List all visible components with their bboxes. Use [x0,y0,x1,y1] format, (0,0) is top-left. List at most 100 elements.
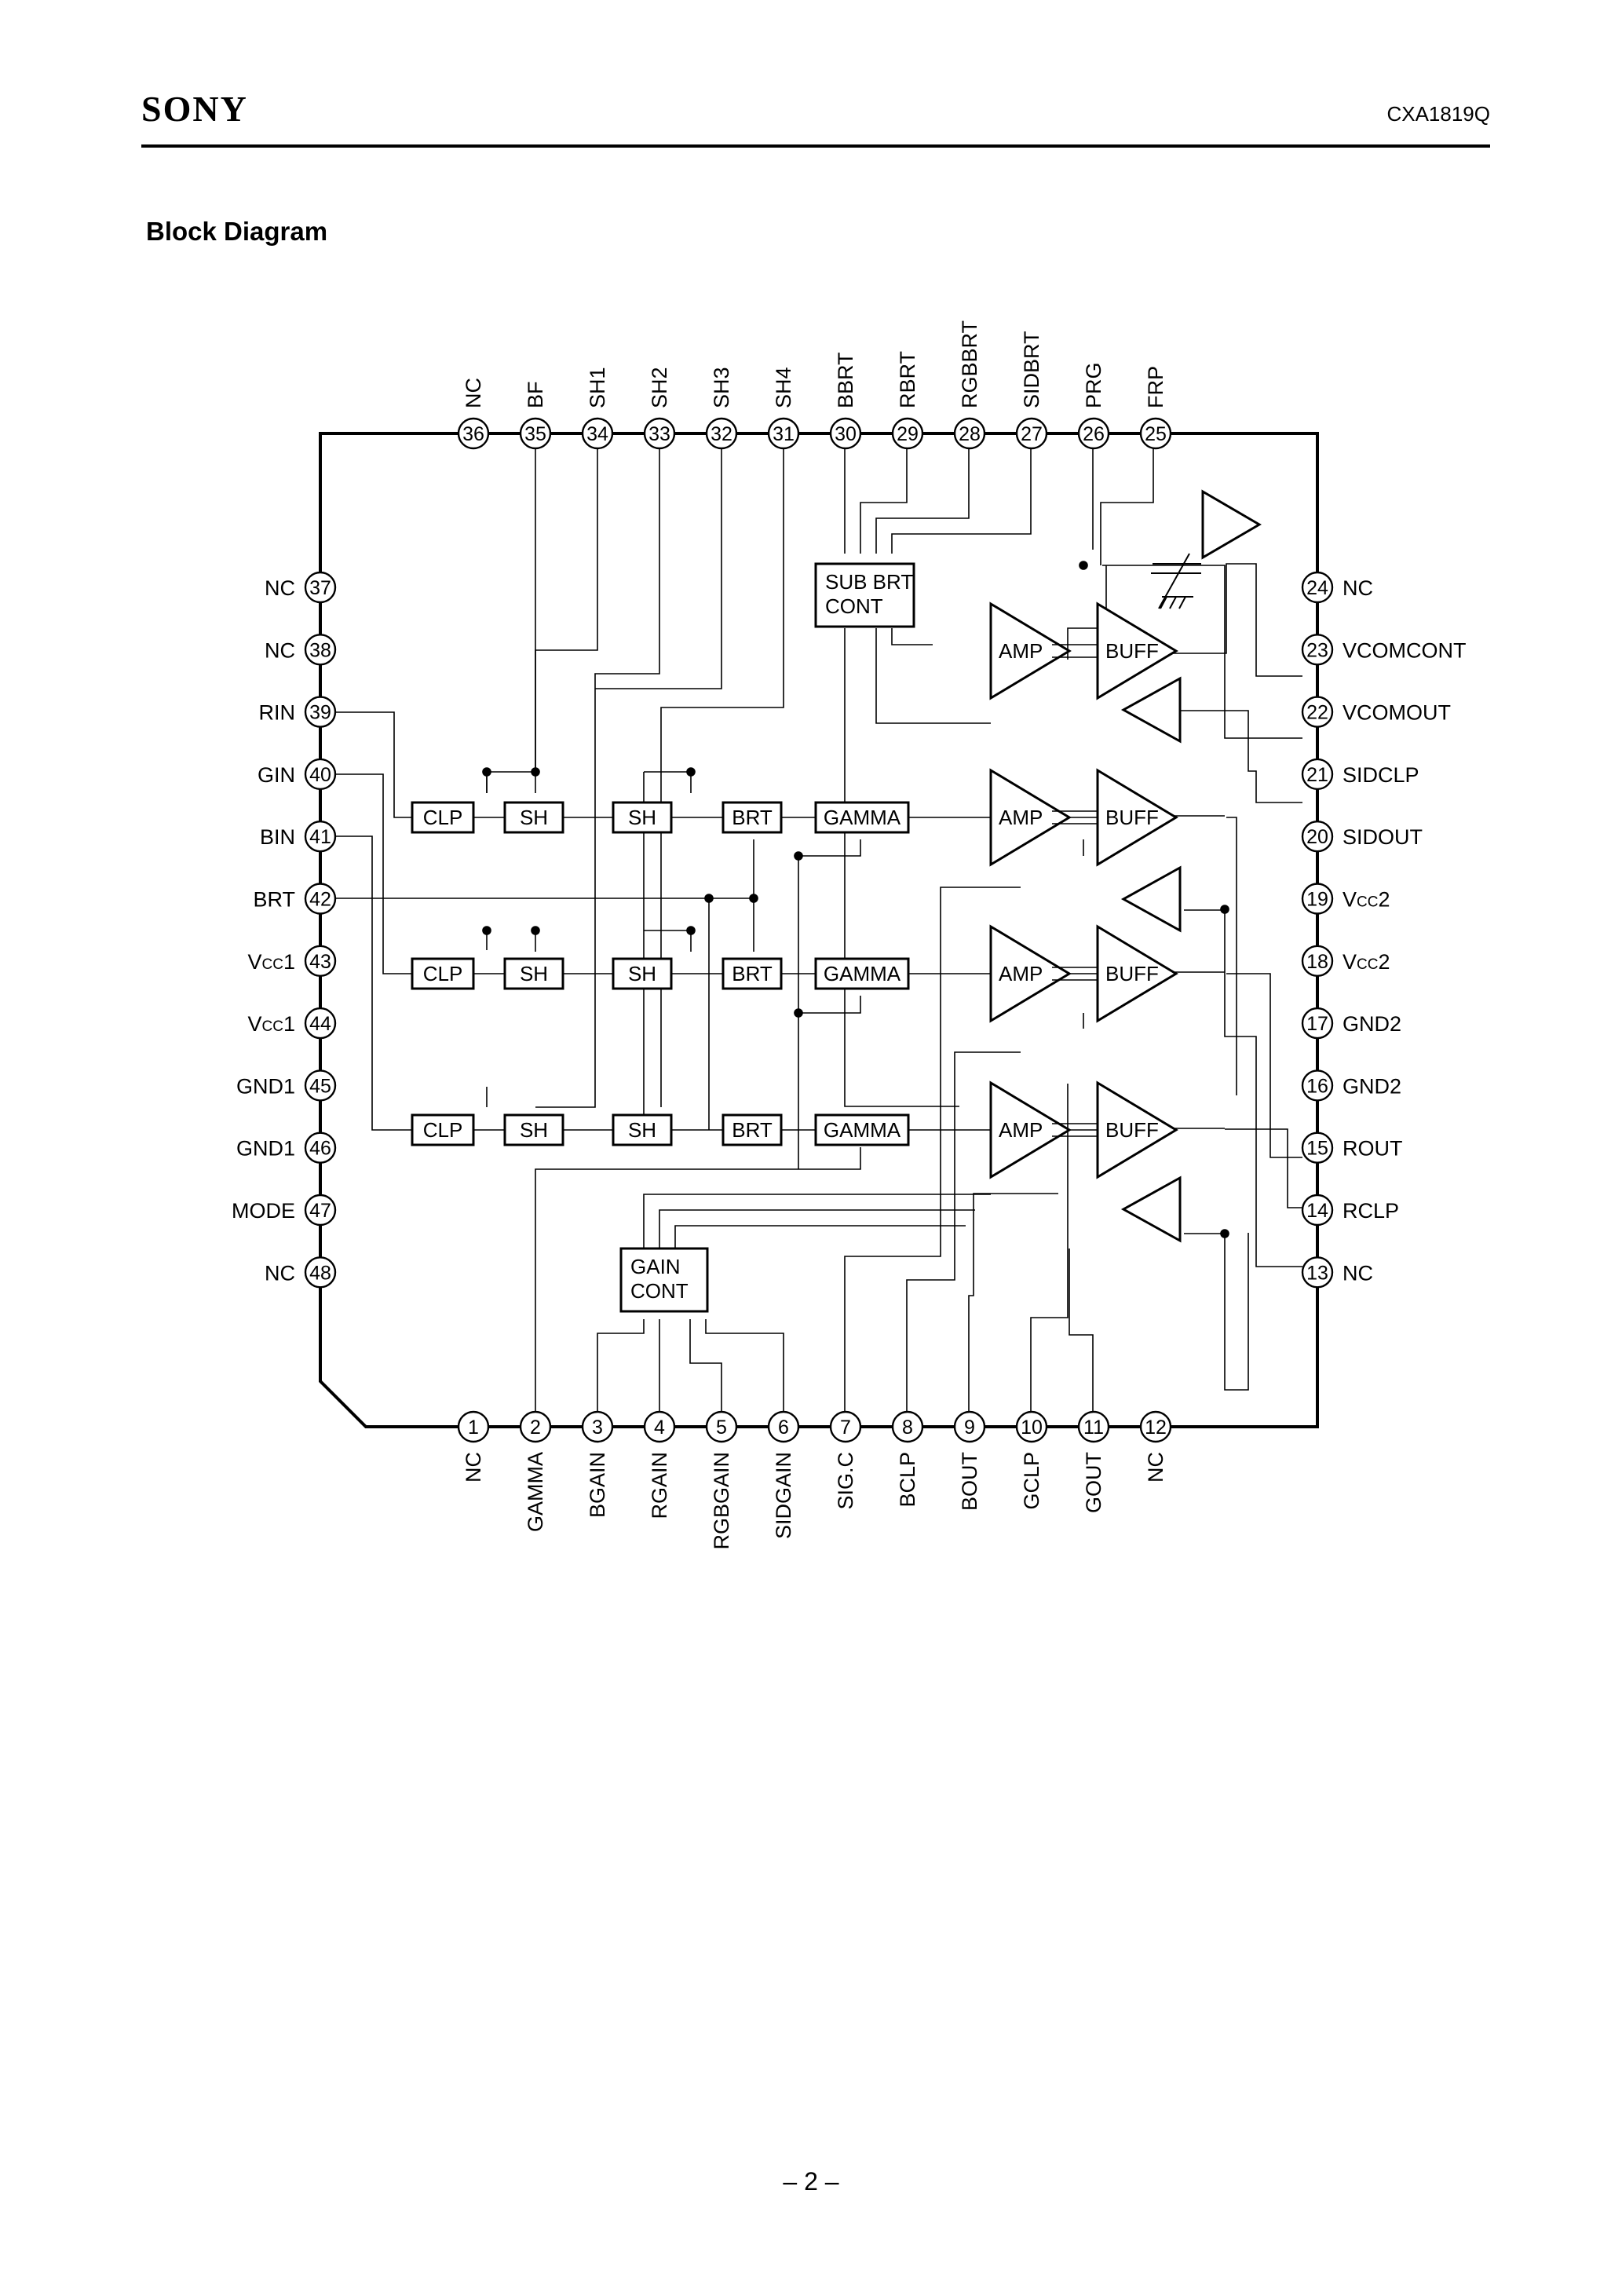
amp-triangle: AMP [989,1080,1072,1179]
wire [968,1193,1058,1413]
page-number: – 2 – [783,2167,839,2195]
pin-number: 36 [462,423,484,445]
pin-number: 7 [840,1417,851,1439]
pin-number: 33 [648,423,670,445]
pin-number: 40 [309,764,331,786]
block-label: AMP [999,1118,1043,1142]
pin-circle [304,571,337,604]
block-label: CONT [825,594,883,618]
block-label: BUFF [1105,962,1159,985]
block-label: GAIN [630,1255,681,1278]
pin-number: 29 [897,423,919,445]
wire [875,448,970,554]
wire [335,835,412,1131]
wire [660,448,784,1107]
wire-junction [1079,561,1088,570]
wire [1100,448,1154,565]
brt-block: BRT [721,957,783,990]
clp-block: CLP [411,801,475,834]
brt-block: BRT [721,801,783,834]
block-label: SH [520,962,548,985]
wire [1226,973,1302,1158]
pin-number: 39 [309,702,331,724]
pin-circle [705,417,738,450]
clp-block: CLP [411,957,475,990]
pin-circle [304,883,337,915]
pin-number: 46 [309,1138,331,1160]
pin-number: 16 [1306,1075,1328,1097]
pin-name: RBRT [896,351,919,408]
pin-37: 37 NC [265,571,337,604]
wire-junction [1220,1229,1229,1238]
pin-name: GND2 [1343,1074,1401,1098]
wire [1030,1084,1069,1413]
pin-number: 38 [309,639,331,661]
pin-name: MODE [232,1199,295,1223]
block-label: AMP [999,806,1043,829]
pin-number: 1 [468,1417,479,1439]
pin-circle [304,1069,337,1102]
pin-number: 20 [1306,826,1328,848]
sh-block: SH [503,957,564,990]
pin-number: 8 [902,1417,913,1439]
wire-junction [686,926,696,935]
wire [1069,1249,1094,1413]
pin-name: NC [265,576,295,600]
wire [844,628,959,1107]
pin-number: 30 [835,423,857,445]
pin-circle [519,1410,552,1443]
block-label: AMP [999,962,1043,985]
pin-number: 37 [309,577,331,599]
block-label: BRT [732,1118,773,1142]
pin-circle [1077,1410,1110,1443]
pin-number: 25 [1145,423,1167,445]
wire [1102,565,1302,739]
pin-number: 48 [309,1262,331,1284]
pin-name: NC [462,1452,485,1483]
wire [1225,817,1302,1208]
pin-name: FRP [1144,366,1167,408]
pin-number: 41 [309,826,331,848]
pin-name: RCLP [1343,1199,1399,1223]
pin-name: BF [524,381,547,408]
pin-number: 3 [592,1417,603,1439]
pin-circle [304,1194,337,1227]
block-label: CLP [423,962,463,985]
pin-number: 10 [1021,1417,1043,1439]
pin-name: PRG [1082,362,1105,408]
wire [535,448,598,793]
pin-name: RGAIN [648,1452,671,1519]
pin-name: SH1 [586,367,609,408]
pin-name: ROUT [1343,1137,1403,1161]
pin-name: VCOMCONT [1343,638,1467,662]
pin-circle [643,1410,676,1443]
pin-circle [953,1410,986,1443]
gamma-block: GAMMA [814,1113,910,1146]
pin-name: GCLP [1020,1452,1043,1510]
pin-name: SH2 [648,367,671,408]
pin-name: GIN [258,763,295,787]
buff-triangle: BUFF [1096,924,1178,1023]
pin-name: VCC2 [1343,950,1390,974]
pin-name: GND1 [236,1137,295,1161]
pin-circle [891,417,924,450]
wire [486,448,536,793]
amp-triangle: AMP [989,601,1072,700]
block-label: AMP [999,639,1043,663]
pin-circle [1301,1132,1334,1164]
gamma-block: GAMMA [814,801,910,834]
pin-circle [767,1410,800,1443]
pin-circle [304,945,337,978]
pin-circle [1139,417,1172,450]
wire [1168,563,1302,677]
pin-circle [457,417,490,450]
